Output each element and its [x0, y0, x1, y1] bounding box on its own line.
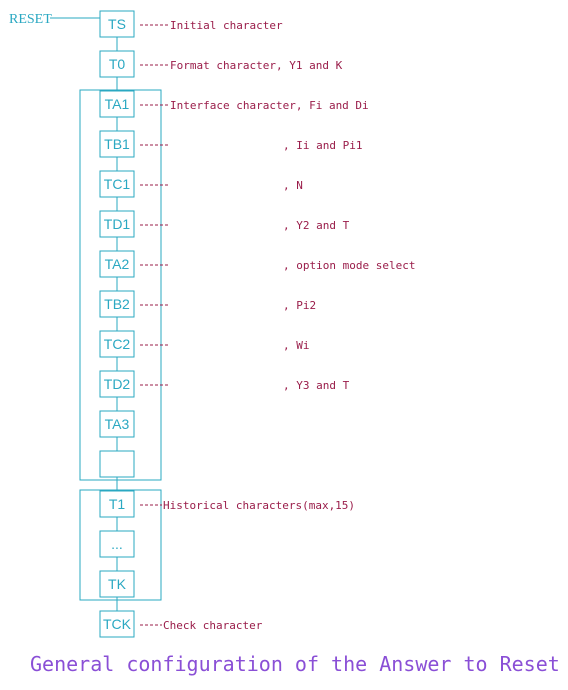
char-box-label: TD2	[104, 376, 131, 392]
char-description: , Pi2	[283, 299, 316, 312]
char-box-t0	[99, 50, 135, 78]
char-description: Historical characters(max,15)	[163, 499, 355, 512]
char-description: , Ii and Pi1	[283, 139, 362, 152]
char-box-ta1	[99, 90, 135, 118]
char-box-label: TD1	[104, 216, 131, 232]
char-box-label: ...	[111, 536, 123, 552]
char-box-label: TCK	[103, 616, 132, 632]
char-box-label: TA1	[105, 96, 130, 112]
char-description: Interface character, Fi and Di	[170, 99, 369, 112]
char-box-td2	[99, 370, 135, 398]
char-box-tb1	[99, 130, 135, 158]
char-description: , Y3 and T	[283, 379, 350, 392]
char-description: Check character	[163, 619, 263, 632]
char-box-ta2	[99, 250, 135, 278]
char-box-ts	[99, 10, 135, 38]
char-box-tc1	[99, 170, 135, 198]
char-description: , Y2 and T	[283, 219, 350, 232]
char-box-tk	[99, 570, 135, 598]
char-description: Format character, Y1 and K	[170, 59, 343, 72]
char-box-label: T0	[109, 56, 126, 72]
char-box-label: TC1	[104, 176, 131, 192]
interface-characters-group	[79, 89, 162, 481]
char-description: , option mode select	[283, 259, 415, 272]
char-description: Initial character	[170, 19, 283, 32]
char-box-label: TB1	[104, 136, 130, 152]
char-box-label: TC2	[104, 336, 131, 352]
char-box-label: TA2	[105, 256, 130, 272]
char-box-tck	[99, 610, 135, 638]
char-description: , N	[283, 179, 303, 192]
char-box-label: TB2	[104, 296, 130, 312]
char-box-t1	[99, 490, 135, 518]
char-box-label: TA3	[105, 416, 130, 432]
char-box-label: TS	[108, 16, 126, 32]
reset-label: RESET	[9, 12, 52, 27]
char-box-tb2	[99, 290, 135, 318]
char-box-empty	[99, 450, 135, 478]
diagram-caption: General configuration of the Answer to R…	[30, 652, 560, 676]
char-box-label: T1	[109, 496, 126, 512]
char-box-td1	[99, 210, 135, 238]
char-box-ellipsis	[99, 530, 135, 558]
char-description: , Wi	[283, 339, 310, 352]
char-box-label: TK	[108, 576, 127, 592]
char-box-tc2	[99, 330, 135, 358]
char-box-ta3	[99, 410, 135, 438]
historical-characters-group	[79, 489, 162, 601]
